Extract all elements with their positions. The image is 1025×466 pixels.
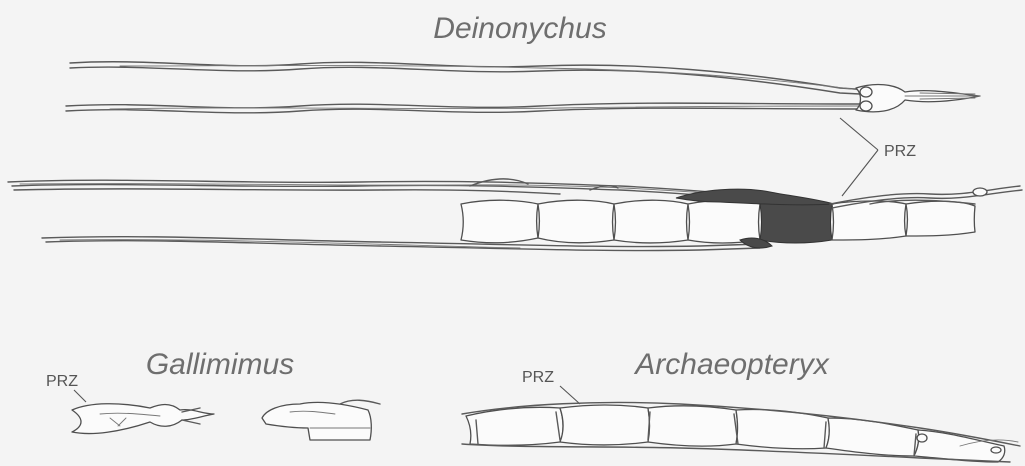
archaeopteryx-title: Archaeopteryx [633, 348, 829, 381]
gallimimus-prz-leader [74, 390, 86, 402]
gallimimus-title: Gallimimus [146, 348, 294, 381]
deinonychus-prz-leader [840, 118, 878, 196]
deinonychus-dorsal-view [66, 62, 980, 113]
gallimimus-dorsal-vertebra [72, 404, 214, 434]
archaeopteryx-prz-leader [560, 386, 580, 404]
archaeopteryx-tail-vertebrae [462, 402, 1020, 462]
deinonychus-lateral-view [8, 179, 1022, 251]
gallimimus-prz-label: PRZ [46, 373, 78, 390]
deinonychus-prz-label: PRZ [884, 143, 916, 160]
deinonychus-title: Deinonychus [433, 12, 606, 45]
gallimimus-lateral-vertebra [262, 400, 380, 440]
archaeopteryx-prz-label: PRZ [522, 369, 554, 386]
